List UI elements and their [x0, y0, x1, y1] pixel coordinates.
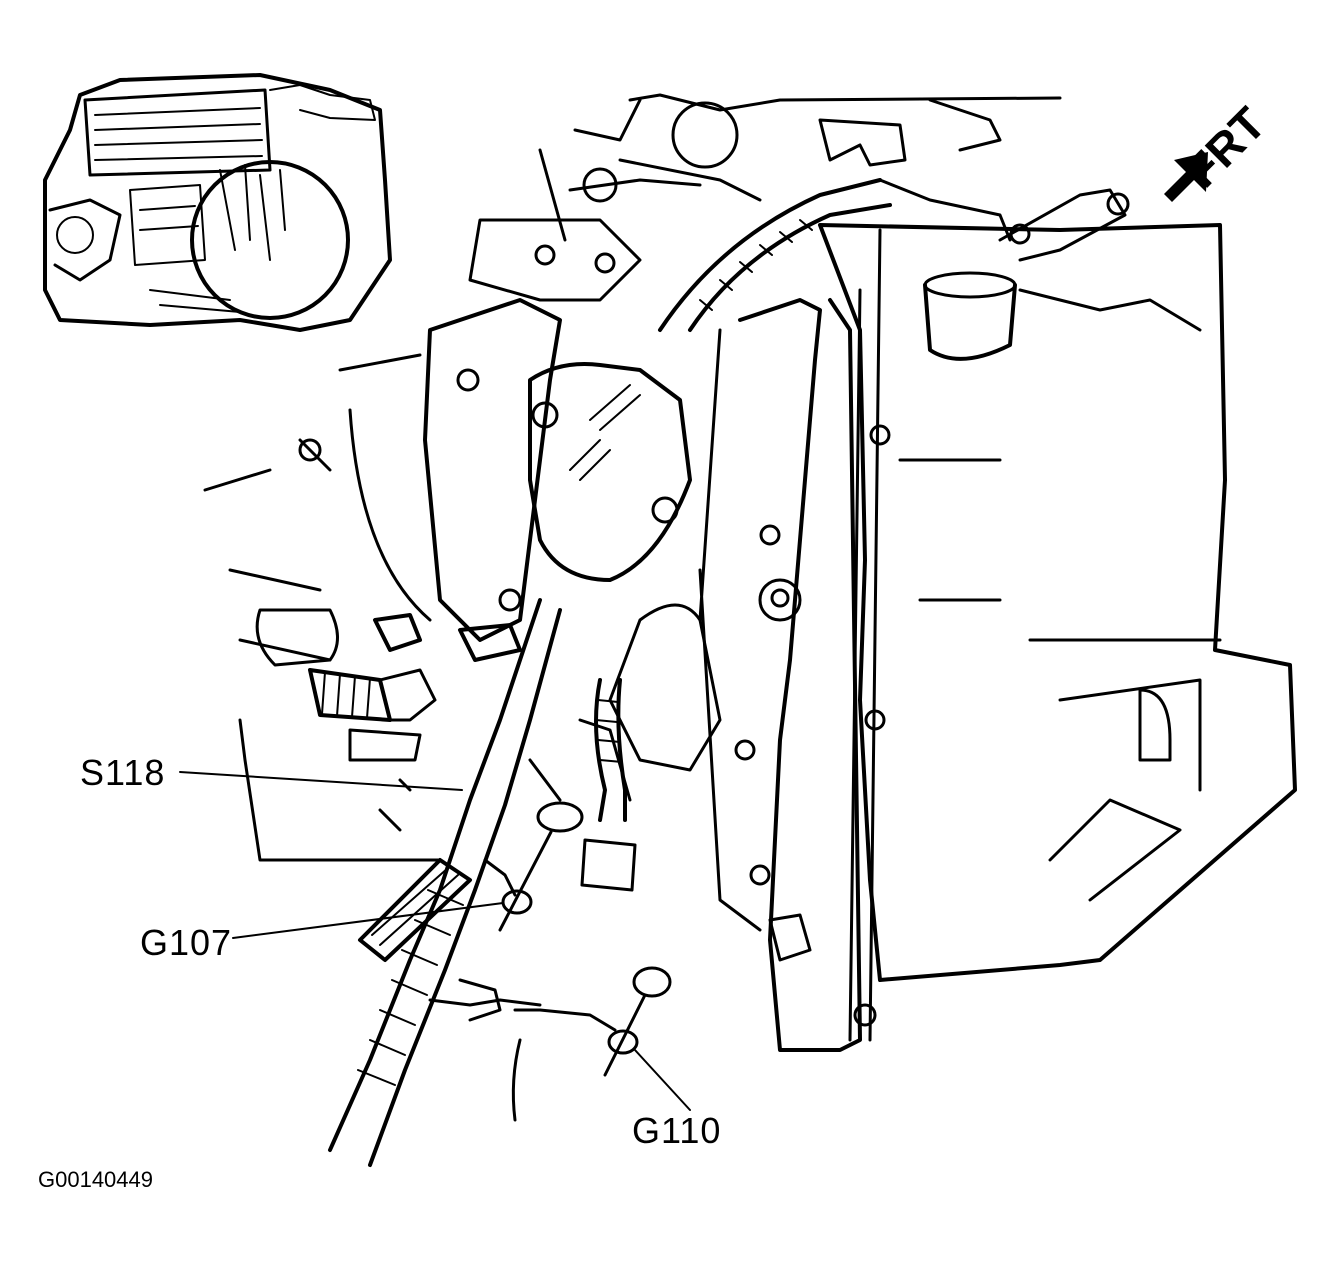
figure-id: G00140449	[38, 1167, 153, 1192]
bolt-icon	[864, 709, 886, 731]
leader-line-g107	[232, 902, 504, 939]
bolt-icon	[758, 578, 802, 622]
leader-line-s118	[179, 771, 463, 791]
callout-g107: G107	[140, 902, 504, 963]
leader-line-g110	[634, 1049, 691, 1111]
bolt-icon	[759, 524, 781, 546]
upper-harness	[658, 178, 1012, 332]
center-housing	[528, 362, 722, 802]
bolt-icon	[734, 739, 756, 761]
callout-label-g107: G107	[140, 922, 232, 963]
cooler-line	[580, 678, 637, 892]
callout-g110: G110	[632, 1049, 721, 1151]
callout-label-g110: G110	[632, 1110, 721, 1151]
filler-tube	[923, 188, 1130, 361]
ground-stud-g107	[498, 801, 584, 932]
callout-label-s118: S118	[80, 752, 165, 793]
engine-left-section	[203, 298, 562, 862]
bolt-icon	[869, 424, 891, 446]
arrow-icon	[1164, 152, 1208, 202]
bolt-icon	[770, 588, 790, 608]
bolt-icon	[853, 1003, 877, 1027]
ground-stud-g110	[603, 966, 672, 1077]
front-direction-indicator: FRT	[1164, 97, 1275, 202]
engine-block-upper	[468, 93, 1062, 302]
inset-locator-view	[43, 73, 392, 332]
bolt-icon	[749, 864, 771, 886]
callout-s118: S118	[80, 752, 463, 793]
mounting-flange	[698, 298, 891, 1052]
transaxle-housing	[818, 223, 1297, 1042]
inset-focus-circle	[190, 160, 350, 320]
ground-harness	[328, 598, 617, 1167]
